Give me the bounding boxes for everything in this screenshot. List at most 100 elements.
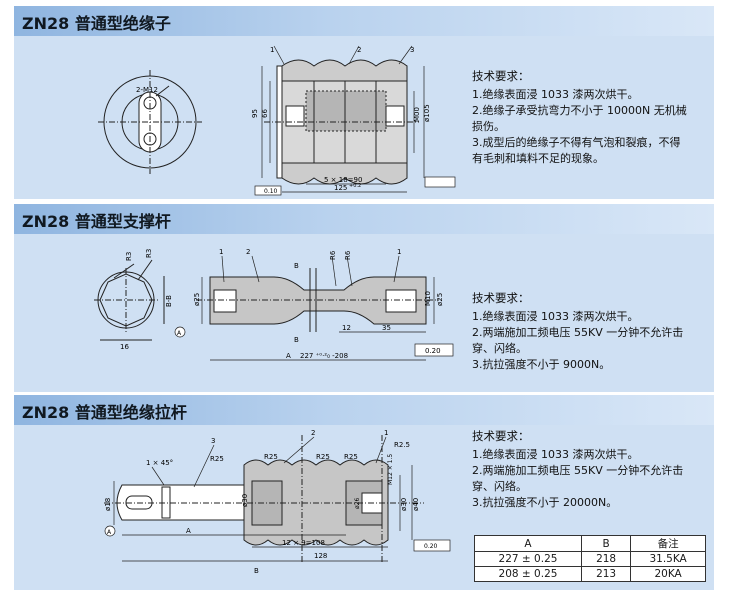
cell-a: 208 ± 0.25: [474, 566, 582, 582]
callout-2: 2: [311, 429, 315, 437]
m12-label: M12 × 1.5: [387, 454, 394, 485]
callout-2: 2: [357, 46, 361, 54]
insulator-drawing: 2-M12 1 2 3 5: [98, 45, 456, 196]
requirement-item: 穿、闪络。: [472, 480, 527, 493]
tol-value: 0.20: [424, 543, 438, 550]
r25-label: R25: [210, 455, 224, 463]
callout-3: 3: [211, 437, 215, 445]
dim-d26: ø26: [354, 498, 361, 509]
r6-label: R6: [344, 250, 352, 260]
section-banner: ZN28 普通型绝缘子: [14, 6, 714, 36]
dim-outer-dia: ø105: [423, 104, 431, 122]
table-header-row: A B 备注: [474, 535, 706, 552]
requirement-item: 1.绝缘表面浸 1033 漆两次烘干。: [472, 310, 639, 323]
section-insulator: ZN28 普通型绝缘子 2-M12: [14, 6, 714, 199]
callout-1b: 1: [397, 248, 401, 256]
dim-h1: 95: [251, 109, 259, 118]
end-view: [98, 70, 202, 174]
cell-note: 31.5KA: [630, 551, 706, 567]
dim-length: 227 ⁺⁰·²₀ -208: [300, 352, 348, 360]
pull-rod-body: [104, 435, 424, 563]
chamfer-label: 1 × 45°: [146, 459, 173, 467]
dim-d18: ø18: [104, 498, 112, 511]
requirement-item: 2.两端施加工频电压 55KV 一分钟不允许击: [472, 464, 684, 477]
dim-total-tol: +0.2: [349, 183, 361, 189]
r2-5-label: R2.5: [394, 441, 410, 449]
requirement-item: 有毛刺和填料不足的现象。: [472, 152, 604, 165]
section-title: ZN28 普通型绝缘子: [22, 14, 171, 33]
r25-label: R25: [316, 453, 330, 461]
rod-body: [196, 268, 439, 332]
section-title: ZN28 普通型绝缘拉杆: [22, 403, 187, 422]
dim-25: ø25: [193, 293, 201, 306]
callout-1: 1: [219, 248, 223, 256]
dim-35: 35: [382, 324, 391, 332]
cell-note: 20KA: [630, 566, 706, 582]
section-banner: ZN28 普通型绝缘拉杆: [14, 395, 714, 425]
dim-len-prefix: A: [286, 352, 291, 360]
cell-b: 218: [580, 551, 632, 567]
dim-pitch: 12 × 9=108: [282, 539, 325, 547]
cell-b: 213: [580, 566, 632, 582]
requirement-item: 3.抗拉强度不小于 20000N。: [472, 496, 618, 509]
insulator-section: [264, 59, 419, 185]
spec-table: A B 备注 227 ± 0.25 218 31.5KA 208 ± 0.25 …: [474, 535, 706, 582]
bb-label: B-B: [165, 295, 173, 307]
requirement-item: 1.绝缘表面浸 1033 漆两次烘干。: [472, 448, 639, 461]
requirement-item: 穿、闪络。: [472, 342, 527, 355]
callout-2: 2: [246, 248, 250, 256]
callout-3: 3: [410, 46, 414, 54]
requirements: 技术要求： 1.绝缘表面浸 1033 漆两次烘干。 2.绝缘子承受抗弯力不小于 …: [472, 68, 687, 167]
dim-inner-dia: M00: [413, 107, 421, 122]
tol-value: 0.20: [425, 347, 441, 355]
datum-a: A: [107, 529, 112, 536]
section-b: B: [294, 262, 299, 270]
dim-128: 128: [314, 552, 327, 560]
col-header-b: B: [580, 535, 632, 552]
r3-label: R3: [145, 249, 153, 258]
dim-total: 125: [334, 184, 347, 192]
section-banner: ZN28 普通型支撑杆: [14, 204, 714, 234]
section-support-rod: ZN28 普通型支撑杆 R3 R3 B-B 16: [14, 204, 714, 392]
dim-d30b: ø30: [400, 498, 408, 511]
section-title: ZN28 普通型支撑杆: [22, 212, 171, 231]
dim-16: 16: [120, 343, 129, 351]
dim-d30: ø30: [241, 494, 249, 507]
requirement-item: 3.成型后的绝缘子不得有气泡和裂痕，不得: [472, 136, 681, 149]
requirements: 技术要求： 1.绝缘表面浸 1033 漆两次烘干。 2.两端施加工频电压 55K…: [472, 290, 683, 373]
dim-b: B: [254, 567, 259, 575]
dim-h2: 66: [261, 109, 269, 118]
callout-1: 1: [270, 46, 274, 54]
requirements: 技术要求： 1.绝缘表面浸 1033 漆两次烘干。 2.两端施加工频电压 55K…: [472, 428, 683, 511]
dim-sheds: 5 × 18=90: [324, 176, 362, 184]
dim-m10: M10: [424, 291, 432, 306]
section-pull-rod: ZN28 普通型绝缘拉杆 1 × 45: [14, 395, 714, 590]
dim-25b: ø25: [436, 293, 444, 306]
end-view: [94, 259, 165, 341]
col-header-note: 备注: [630, 535, 706, 552]
requirement-item: 1.绝缘表面浸 1033 漆两次烘干。: [472, 88, 639, 101]
thread-label: 2-M12: [136, 86, 158, 94]
r6-label: R6: [329, 250, 337, 260]
requirements-title: 技术要求：: [472, 69, 530, 83]
flatness-tol: 0.10: [264, 188, 278, 195]
requirement-item: 损伤。: [472, 120, 505, 133]
requirements-title: 技术要求：: [472, 429, 530, 443]
requirement-item: 2.两端施加工频电压 55KV 一分钟不允许击: [472, 326, 684, 339]
table-row: 227 ± 0.25 218 31.5KA: [474, 551, 706, 567]
callout-1: 1: [384, 429, 388, 437]
pull-rod-drawing: 1 × 45° 3 2 1 R25 R25 R25 R25 R2.5 M12 ×…: [104, 429, 451, 575]
requirements-title: 技术要求：: [472, 291, 530, 305]
dim-12: 12: [342, 324, 351, 332]
support-rod-drawing: R3 R3 B-B 16 1 2 1 R6 R6 B B: [94, 248, 454, 361]
r25-label: R25: [264, 453, 278, 461]
datum-a: A: [177, 330, 182, 337]
dim-d40: ø40: [412, 498, 420, 511]
r3-label: R3: [125, 252, 133, 261]
requirement-item: 3.抗拉强度不小于 9000N。: [472, 358, 611, 371]
dim-a: A: [186, 527, 191, 535]
requirement-item: 2.绝缘子承受抗弯力不小于 10000N 无机械: [472, 104, 687, 117]
r25-label: R25: [344, 453, 358, 461]
table-row: 208 ± 0.25 213 20KA: [474, 566, 706, 582]
cell-a: 227 ± 0.25: [474, 551, 582, 567]
